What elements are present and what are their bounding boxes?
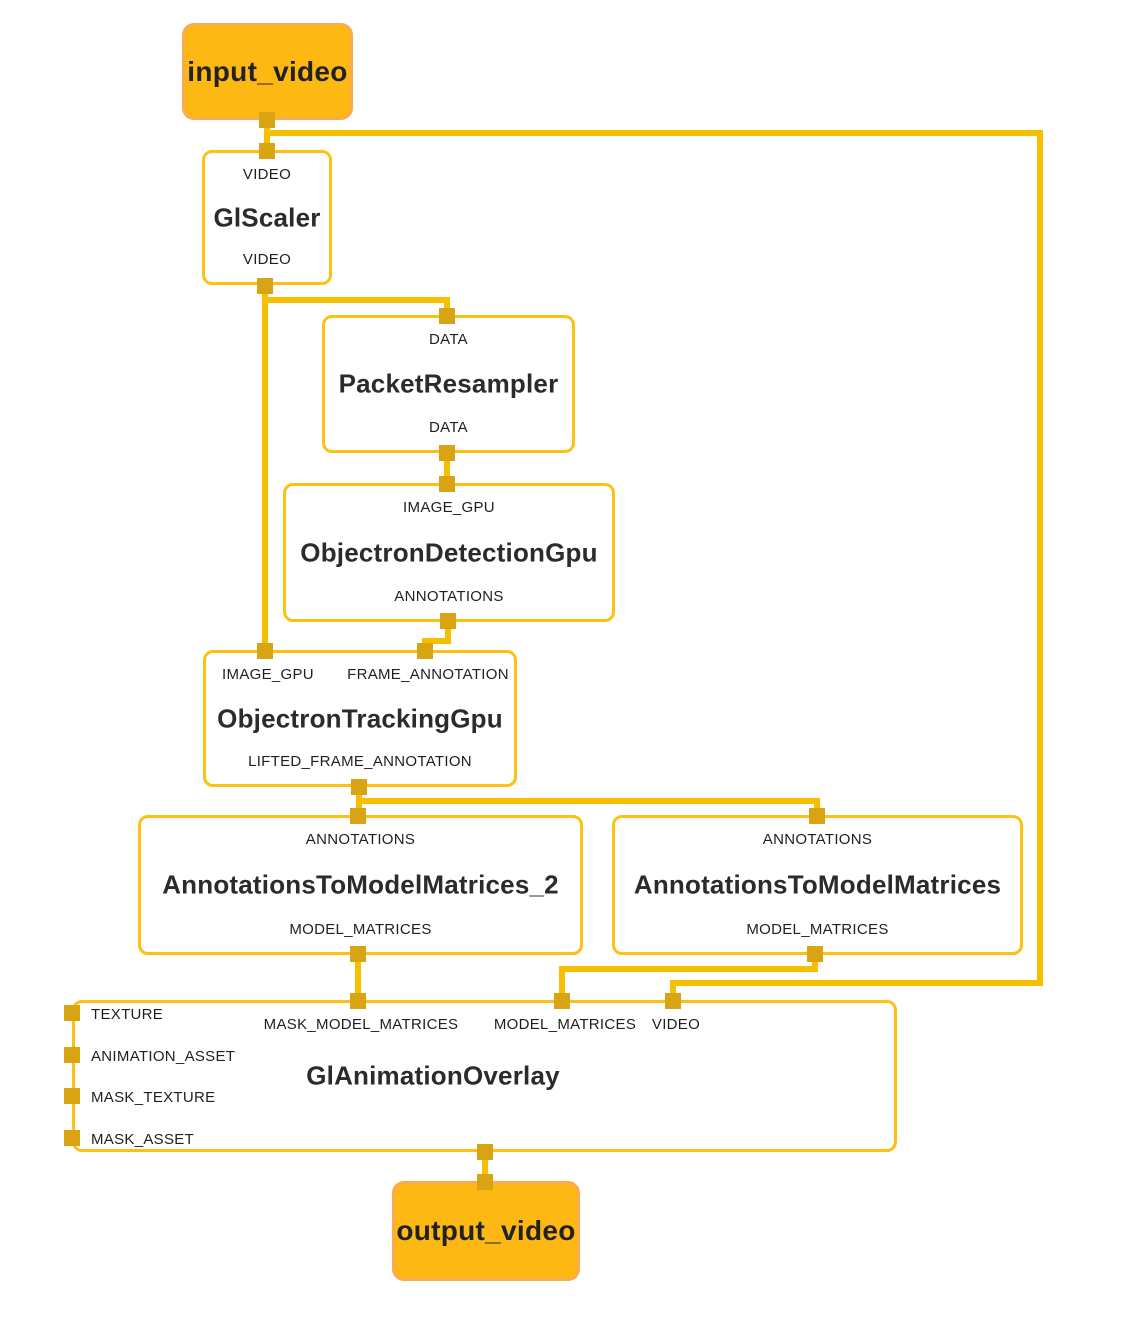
wire-inputvideo-right-h	[264, 130, 1043, 136]
port-overlay-video-in	[665, 993, 681, 1009]
node-objectron-detection-gpu[interactable]: IMAGE_GPU ObjectronDetectionGpu ANNOTATI…	[283, 483, 615, 622]
node-title: ObjectronTrackingGpu	[217, 703, 503, 733]
wire-a2mm2-overlay	[355, 955, 361, 1002]
node-gl-scaler[interactable]: VIDEO GlScaler VIDEO	[202, 150, 332, 285]
wire-glscaler-tracking-v	[262, 285, 268, 651]
port-overlay-maskmodelmatrices-in	[350, 993, 366, 1009]
wire-overlay-outputvideo	[482, 1152, 488, 1183]
node-title: PacketResampler	[338, 368, 559, 399]
port-tracking-liftedframeannotation-out	[351, 779, 367, 795]
output-stream-label: VIDEO	[242, 251, 292, 268]
input-stream-label-mask-model-matrices: MASK_MODEL_MATRICES	[263, 1016, 459, 1033]
input-stream-label: DATA	[429, 331, 468, 348]
port-overlay-modelmatrices-in	[554, 993, 570, 1009]
input-stream-label-frame-annotation: FRAME_ANNOTATION	[347, 666, 509, 683]
output-stream-label: LIFTED_FRAME_ANNOTATION	[248, 753, 472, 770]
port-a2mm-annotations-in	[809, 808, 825, 824]
node-annotations-to-model-matrices-2[interactable]: ANNOTATIONS AnnotationsToModelMatrices_2…	[138, 815, 583, 955]
wire-resampler-detection	[444, 453, 450, 485]
port-tracking-imagegpu-in	[257, 643, 273, 659]
node-objectron-tracking-gpu[interactable]: IMAGE_GPU FRAME_ANNOTATION ObjectronTrac…	[203, 650, 517, 787]
node-title: input_video	[187, 55, 348, 87]
wire-a2mm-overlay-h	[559, 966, 818, 972]
port-detection-imagegpu-in	[439, 476, 455, 492]
input-stream-label-image-gpu: IMAGE_GPU	[222, 666, 314, 683]
node-input-video[interactable]: input_video	[182, 23, 353, 120]
node-title: output_video	[396, 1215, 576, 1246]
input-stream-label: ANNOTATIONS	[305, 831, 416, 848]
node-title: AnnotationsToModelMatrices	[633, 869, 1002, 900]
input-stream-label: IMAGE_GPU	[403, 499, 495, 516]
output-stream-label: MODEL_MATRICES	[289, 921, 432, 938]
node-gl-animation-overlay[interactable]: MASK_MODEL_MATRICES MODEL_MATRICES VIDEO…	[72, 1000, 897, 1152]
output-stream-label: MODEL_MATRICES	[746, 921, 889, 938]
wire-detection-tracking-h	[422, 638, 451, 644]
port-outputvideo-in	[477, 1174, 493, 1190]
input-side-label-mask-asset: MASK_ASSET	[91, 1131, 195, 1148]
input-side-label-texture: TEXTURE	[91, 1006, 164, 1023]
port-overlay-video-out	[477, 1144, 493, 1160]
node-packet-resampler[interactable]: DATA PacketResampler DATA	[322, 315, 575, 453]
wire-video-to-overlay-v	[670, 980, 676, 1002]
wire-glscaler-resampler-v	[444, 297, 450, 317]
node-title: ObjectronDetectionGpu	[300, 537, 598, 567]
port-overlay-animationasset-in	[64, 1047, 80, 1063]
node-output-video[interactable]: output_video	[392, 1181, 580, 1281]
node-title: GlAnimationOverlay	[306, 1060, 560, 1091]
wire-inputvideo-glscaler	[264, 120, 270, 154]
input-side-label-mask-texture: MASK_TEXTURE	[91, 1089, 216, 1106]
port-tracking-frameannotation-in	[417, 643, 433, 659]
node-title: GlScaler	[213, 202, 321, 232]
port-glscaler-video-out	[257, 278, 273, 294]
wire-tracking-a2mm-v	[814, 798, 820, 817]
port-packetresampler-data-out	[439, 445, 455, 461]
input-stream-label-model-matrices: MODEL_MATRICES	[493, 1016, 637, 1033]
wire-a2mm-overlay-v1	[812, 953, 818, 972]
port-overlay-masktexture-in	[64, 1088, 80, 1104]
output-stream-label: ANNOTATIONS	[394, 588, 504, 605]
port-a2mm2-annotations-in	[350, 808, 366, 824]
input-stream-label-video: VIDEO	[651, 1016, 701, 1033]
input-stream-label: VIDEO	[242, 166, 292, 183]
node-title: AnnotationsToModelMatrices_2	[162, 869, 559, 900]
input-stream-label: ANNOTATIONS	[762, 831, 873, 848]
port-a2mm-modelmatrices-out	[807, 946, 823, 962]
port-overlay-maskasset-in	[64, 1130, 80, 1146]
input-side-label-animation-asset: ANIMATION_ASSET	[91, 1048, 236, 1065]
node-annotations-to-model-matrices[interactable]: ANNOTATIONS AnnotationsToModelMatrices M…	[612, 815, 1023, 955]
port-glscaler-video-in	[259, 143, 275, 159]
wire-inputvideo-right-v	[1037, 130, 1043, 986]
wire-tracking-a2mm-h	[356, 798, 820, 804]
output-stream-label: DATA	[429, 419, 468, 436]
port-detection-annotations-out	[440, 613, 456, 629]
port-inputvideo-out	[259, 112, 275, 128]
wire-a2mm-overlay-v2	[559, 966, 565, 1002]
wire-glscaler-resampler-h	[262, 297, 450, 303]
port-packetresampler-data-in	[439, 308, 455, 324]
wire-video-to-overlay-h	[670, 980, 1043, 986]
wire-detection-tracking-v1	[445, 622, 451, 644]
port-overlay-texture-in	[64, 1005, 80, 1021]
port-a2mm2-modelmatrices-out	[350, 946, 366, 962]
